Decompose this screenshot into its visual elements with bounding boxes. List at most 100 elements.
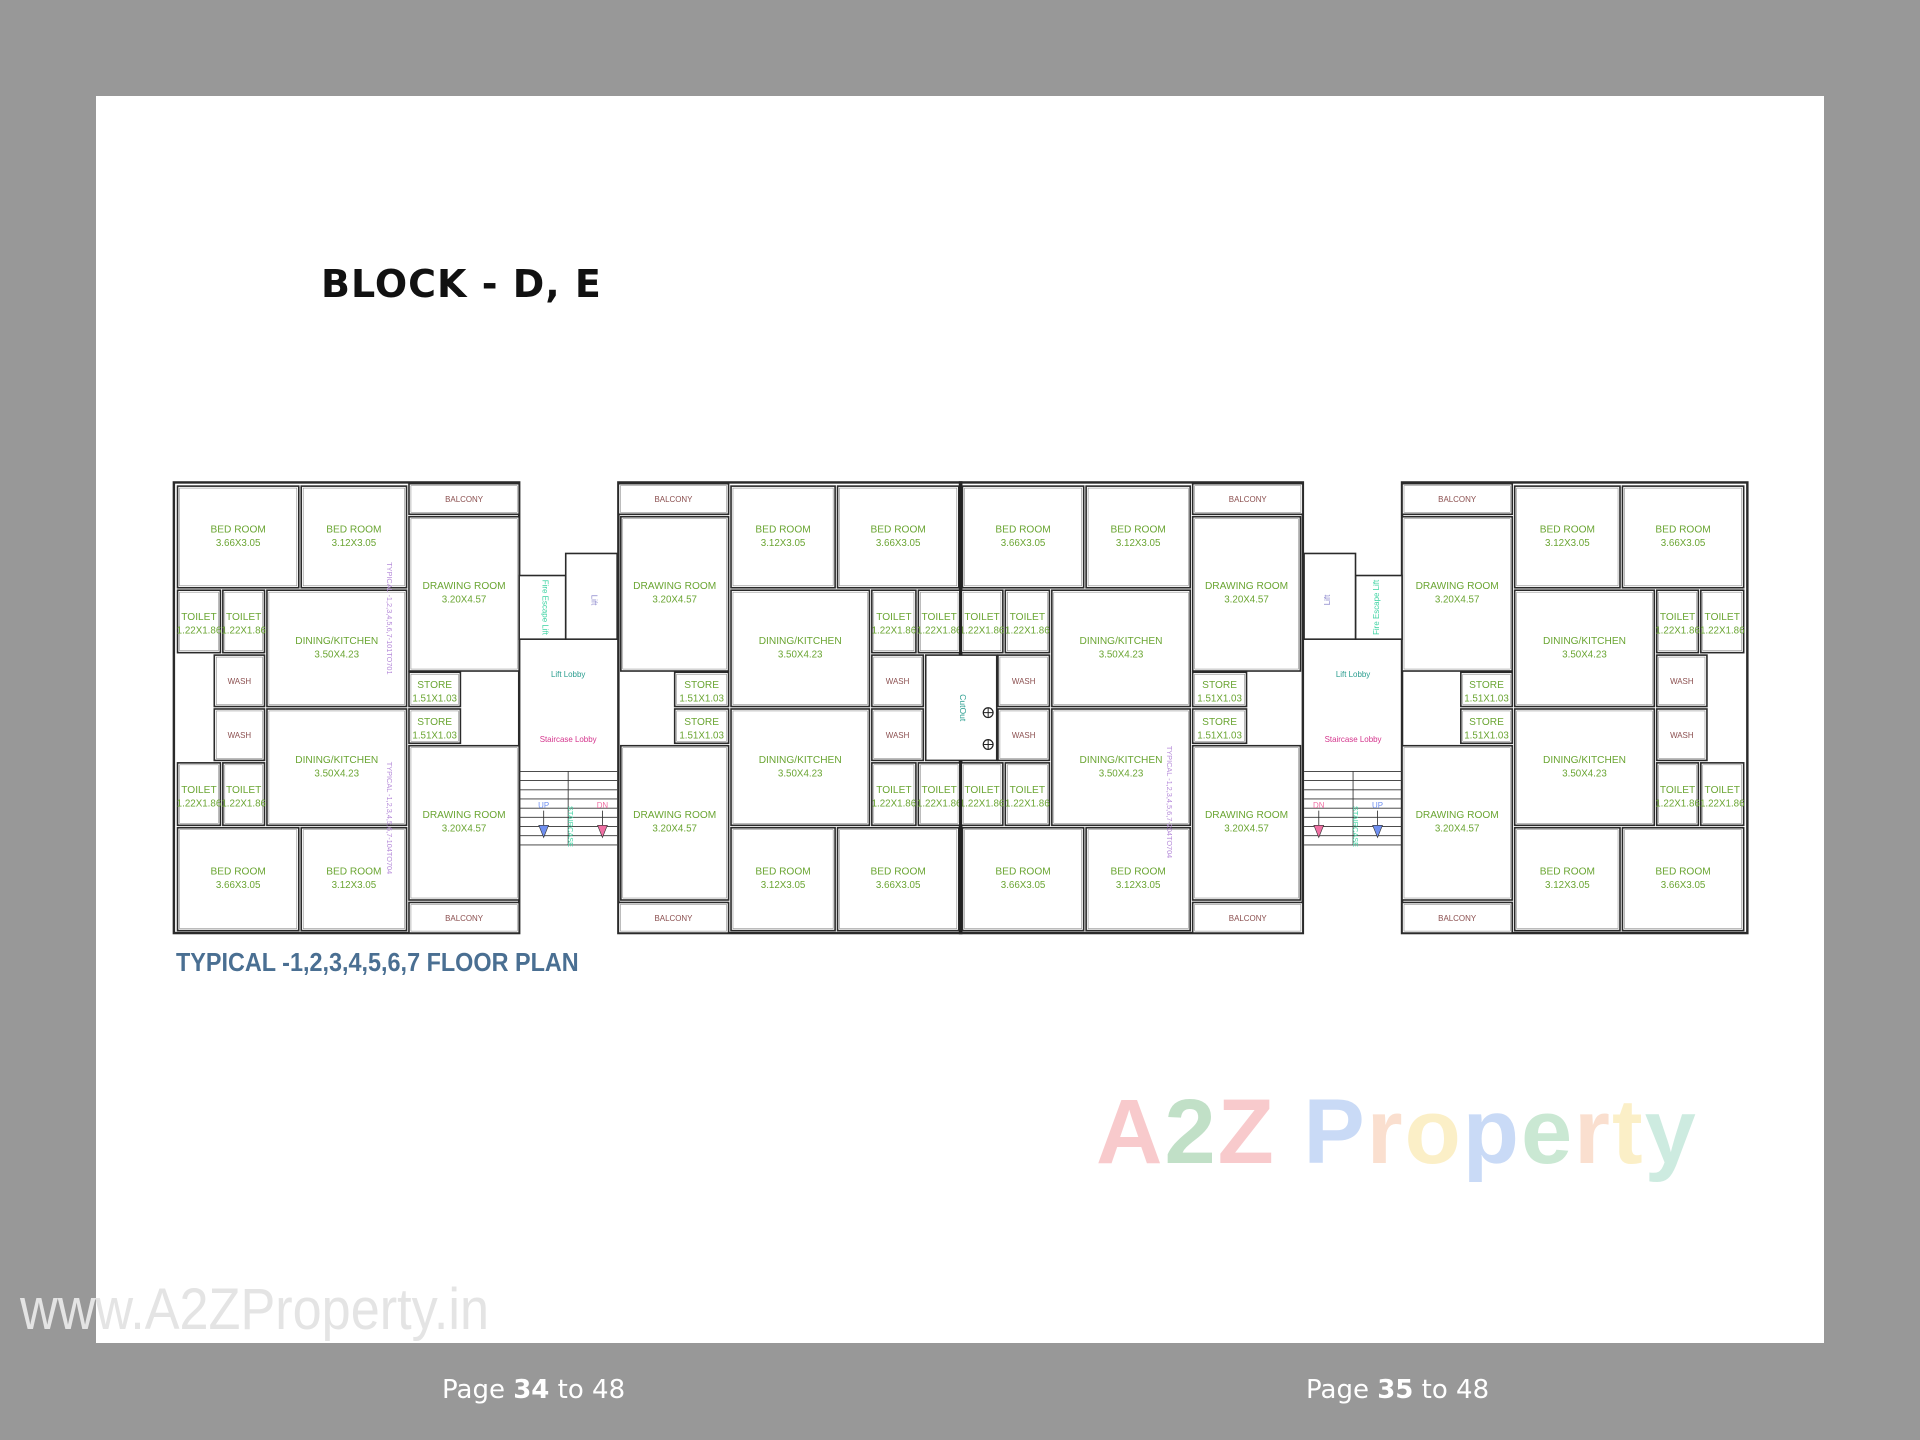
room-inner-wall (410, 710, 459, 742)
arrow-down-icon (597, 825, 608, 839)
room-inner-wall (179, 764, 219, 824)
room-size-label: 3.12X3.05 (761, 880, 806, 891)
logo-letter: r (1366, 1081, 1405, 1183)
fire-escape-lift-label: Fire Escape Lift (540, 580, 549, 636)
room-size-label: 3.20X4.57 (442, 823, 487, 834)
room-outline (408, 671, 462, 708)
room-name-label: DINING/KITCHEN (759, 755, 842, 766)
room-size-label: 1.22X1.86 (1700, 798, 1745, 809)
logo-letter: e (1520, 1081, 1575, 1183)
room-size-label: 1.22X1.86 (221, 798, 266, 809)
room-inner-wall (410, 485, 518, 513)
room-inner-wall (179, 829, 298, 929)
room-inner-wall (1403, 747, 1511, 899)
room-inner-wall (1516, 829, 1619, 929)
drain-pipe-icon (983, 707, 994, 718)
room-name-label: TOILET (1010, 612, 1045, 623)
room-outline (408, 482, 520, 516)
room-name-label: TOILET (921, 785, 956, 796)
room-inner-wall (1194, 485, 1302, 513)
room-name-label: TOILET (1660, 612, 1695, 623)
room-outline (1621, 485, 1745, 589)
room-inner-wall (1624, 487, 1742, 587)
room-size-label: 3.20X4.57 (1435, 594, 1480, 605)
room-name-label: BED ROOM (1111, 866, 1166, 877)
room-name-label: DRAWING ROOM (633, 581, 716, 592)
room-size-label: 1.51X1.03 (679, 694, 724, 705)
room-name-label: WASH (1670, 731, 1694, 740)
room-size-label: 3.20X4.57 (442, 594, 487, 605)
up-label: UP (1372, 801, 1383, 810)
room-name-label: TOILET (1705, 785, 1740, 796)
room-inner-wall (920, 591, 959, 651)
room-inner-wall (873, 764, 915, 824)
room-size-label: 1.51X1.03 (1464, 694, 1509, 705)
room-name-label: TOILET (181, 612, 216, 623)
room-name-label: BED ROOM (995, 866, 1050, 877)
room-name-label: WASH (886, 731, 910, 740)
room-name-label: BED ROOM (871, 866, 926, 877)
room-inner-wall (999, 710, 1048, 759)
room-inner-wall (268, 710, 405, 824)
room-name-label: BED ROOM (755, 866, 810, 877)
arrow-up-icon (1372, 825, 1383, 839)
room-outline (620, 744, 730, 901)
drain-pipe-icon (983, 739, 994, 750)
room-name-label: WASH (228, 677, 252, 686)
room-outline (176, 826, 300, 932)
logo-letter: Z (1217, 1081, 1276, 1183)
room-outline (1004, 762, 1051, 827)
room-name-label: BALCONY (445, 495, 484, 504)
typical-floor-note: TYPICAL -1,2,3,4,5,6,7-204TO704 (1165, 746, 1174, 858)
room-size-label: 3.50X4.23 (314, 768, 359, 779)
cutout-label: CutOut (958, 694, 968, 722)
room-inner-wall (1194, 710, 1245, 742)
room-inner-wall (873, 710, 922, 759)
room-inner-wall (839, 487, 958, 587)
fire-escape-lift-shaft (1354, 574, 1403, 640)
room-name-label: BALCONY (1229, 495, 1268, 504)
room-name-label: WASH (1012, 677, 1036, 686)
room-name-label: BED ROOM (211, 866, 266, 877)
room-name-label: STORE (684, 717, 719, 728)
room-size-label: 1.51X1.03 (1197, 694, 1242, 705)
room-outline (673, 671, 730, 708)
room-name-label: WASH (228, 731, 252, 740)
room-name-label: DINING/KITCHEN (1080, 636, 1163, 647)
room-outline (300, 485, 408, 589)
room-name-label: TOILET (1660, 785, 1695, 796)
arrow-down-icon (1313, 825, 1325, 839)
room-outline (222, 589, 266, 654)
lift-lobby-label: Lift Lobby (551, 670, 585, 679)
room-inner-wall (1007, 591, 1048, 651)
page-indicator-left: Page 34 to 48 (442, 1375, 625, 1405)
room-name-label: DRAWING ROOM (1205, 581, 1288, 592)
logo-letter: r (1574, 1081, 1612, 1183)
page-prefix: Page (442, 1375, 505, 1405)
room-name-label: BALCONY (445, 914, 484, 923)
room-outline (408, 901, 520, 934)
room-size-label: 3.20X4.57 (1435, 823, 1480, 834)
down-label: DN (597, 801, 609, 810)
room-outline (1051, 589, 1191, 708)
room-inner-wall (732, 710, 868, 824)
room-name-label: BALCONY (1229, 914, 1268, 923)
room-size-label: 1.22X1.86 (1655, 626, 1700, 637)
room-outline (176, 762, 222, 827)
room-inner-wall (1702, 764, 1742, 824)
room-inner-wall (732, 591, 868, 705)
page-prefix: Page (1306, 1375, 1369, 1405)
room-outline (1191, 515, 1302, 672)
room-outline (961, 485, 1085, 589)
room-outline (1513, 708, 1656, 827)
room-outline (1513, 485, 1621, 589)
section-outline (1400, 481, 1749, 935)
room-size-label: 1.51X1.03 (1197, 730, 1242, 741)
room-outline (213, 708, 266, 762)
section-outline (172, 481, 521, 935)
room-name-label: BED ROOM (1540, 525, 1595, 536)
room-name-label: BED ROOM (1655, 866, 1710, 877)
room-inner-wall (179, 487, 298, 587)
staircase-label: STAIRCASE (566, 806, 575, 847)
logo-letter: o (1404, 1081, 1463, 1183)
